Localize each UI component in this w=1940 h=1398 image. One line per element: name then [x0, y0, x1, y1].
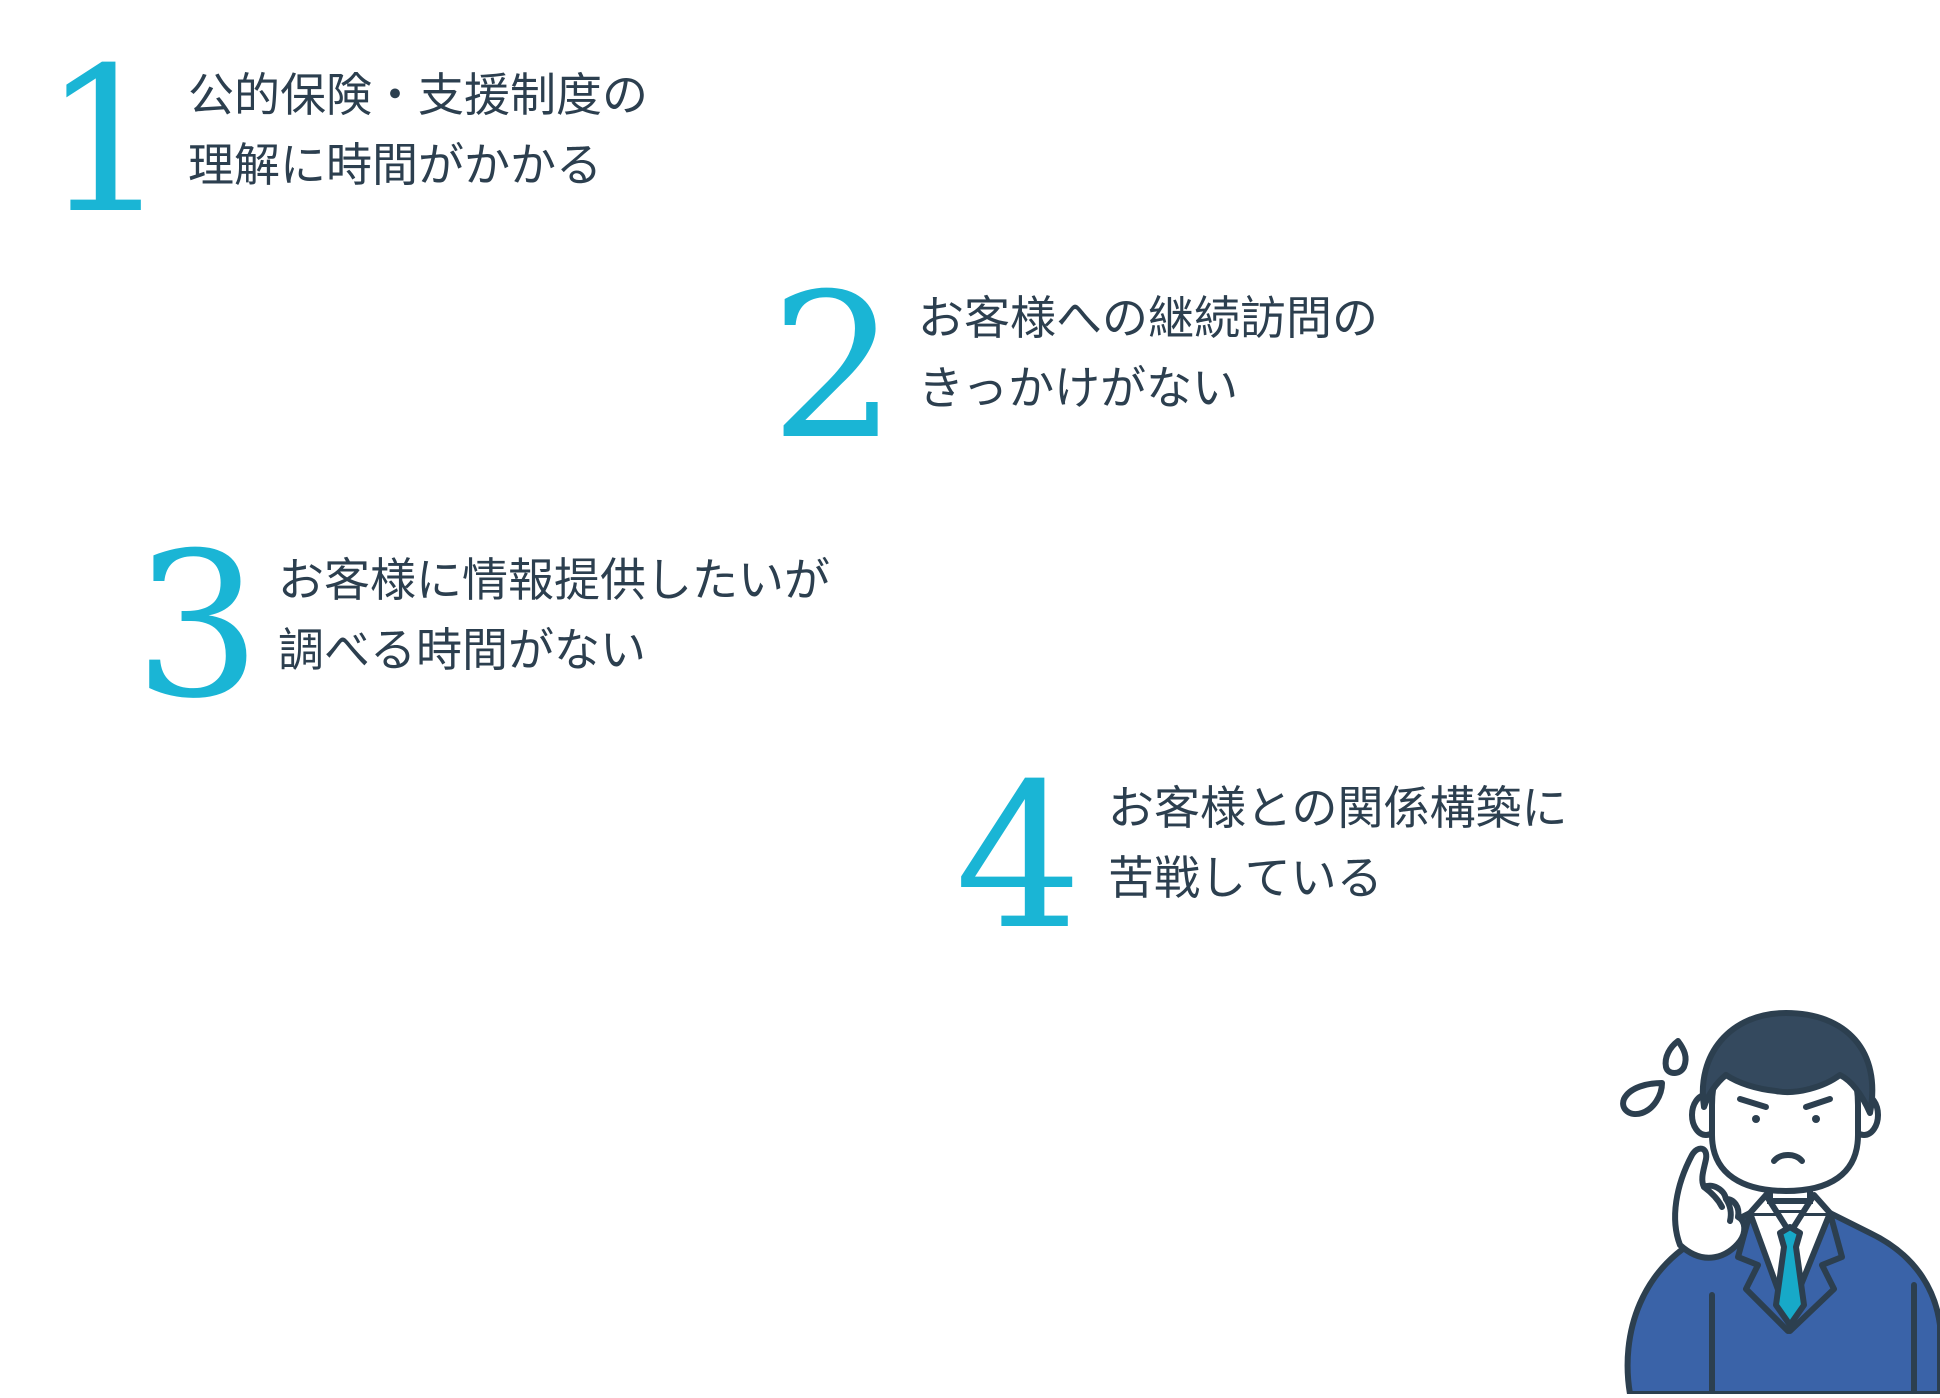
- problem-text-line: 公的保険・支援制度の: [188, 68, 648, 122]
- problem-text-line: 苦戦している: [1108, 851, 1383, 905]
- problem-number: 4: [955, 741, 1083, 974]
- problem-text: お客様への継続訪問の きっかけがない: [918, 283, 1378, 423]
- problem-text: 公的保険・支援制度の 理解に時間がかかる: [188, 60, 648, 200]
- problem-number: 1: [42, 25, 170, 258]
- problem-text-line: 調べる時間がない: [278, 623, 646, 677]
- problem-text-line: 理解に時間がかかる: [188, 138, 602, 192]
- problem-text: お客様との関係構築に 苦戦している: [1108, 773, 1568, 913]
- problem-text-line: お客様との関係構築に: [1108, 781, 1568, 835]
- sweat-drop-icon: [1620, 1038, 1689, 1117]
- problem-number: 2: [770, 251, 898, 484]
- hand-icon: [1672, 1145, 1748, 1261]
- problem-text-line: お客様への継続訪問の: [918, 291, 1378, 345]
- problem-text: お客様に情報提供したいが 調べる時間がない: [278, 545, 830, 685]
- problem-number: 3: [134, 510, 262, 743]
- problem-text-line: お客様に情報提供したいが: [278, 553, 830, 607]
- face-icon: [1689, 1010, 1881, 1194]
- problem-text-line: きっかけがない: [918, 361, 1239, 415]
- worried-businessman-icon: [1600, 995, 1940, 1397]
